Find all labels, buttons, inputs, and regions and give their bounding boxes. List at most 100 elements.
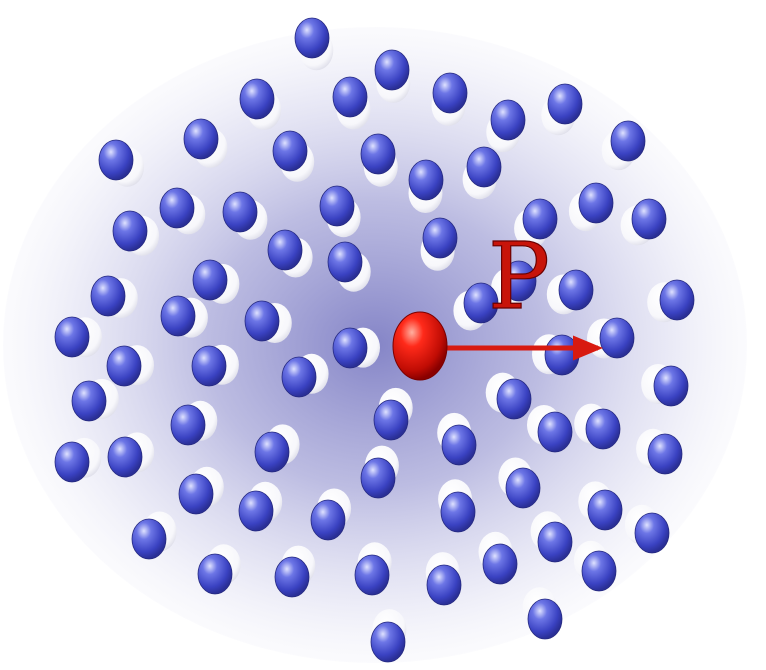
blue-sphere-icon: [310, 499, 346, 541]
blue-sphere-icon: [332, 76, 368, 118]
blue-sphere-icon: [547, 83, 583, 125]
blue-sphere-icon: [112, 210, 148, 252]
blue-sphere-icon: [370, 621, 406, 663]
blue-particle: [254, 424, 300, 473]
blue-particle: [620, 198, 667, 246]
blue-sphere-icon: [159, 187, 195, 229]
blue-particle: [462, 146, 502, 200]
blue-sphere-icon: [544, 334, 580, 376]
blue-particle: [527, 405, 573, 453]
blue-sphere-icon: [558, 269, 594, 311]
blue-particle: [641, 364, 689, 407]
blue-sphere-icon: [537, 411, 573, 453]
blue-particle: [360, 133, 398, 187]
blue-sphere-icon: [578, 182, 614, 224]
blue-sphere-icon: [106, 345, 142, 387]
blue-sphere-icon: [440, 491, 476, 533]
blue-particle: [514, 198, 558, 249]
blue-sphere-icon: [463, 282, 499, 324]
blue-particle: [636, 428, 683, 475]
blue-sphere-icon: [197, 553, 233, 595]
blue-sphere-icon: [319, 185, 355, 227]
blue-sphere-icon: [239, 78, 275, 120]
blue-particle: [178, 466, 224, 515]
blue-particle: [578, 481, 623, 531]
blue-particle: [71, 378, 119, 422]
blue-sphere-icon: [267, 229, 303, 271]
blue-sphere-icon: [294, 17, 330, 59]
blue-particle: [425, 552, 462, 606]
blue-sphere-icon: [238, 490, 274, 532]
blue-particle: [624, 504, 670, 554]
blue-particle: [647, 279, 695, 323]
blue-particle: [281, 353, 329, 398]
blue-particle: [327, 241, 371, 292]
blue-sphere-icon: [599, 317, 635, 359]
blue-sphere-icon: [360, 133, 396, 175]
blue-sphere-icon: [581, 550, 617, 592]
blue-sphere-icon: [634, 512, 670, 554]
blue-particle: [601, 120, 646, 171]
blue-particle: [532, 334, 580, 376]
blue-particle: [191, 344, 239, 387]
blue-sphere-icon: [432, 72, 468, 114]
blue-particle: [131, 511, 177, 560]
blue-particle: [420, 217, 458, 271]
blue-sphere-icon: [441, 424, 477, 466]
blue-sphere-icon: [653, 365, 689, 407]
blue-particle: [294, 17, 334, 71]
blue-sphere-icon: [354, 554, 390, 596]
blue-particle: [541, 83, 583, 136]
blue-particle: [197, 544, 241, 595]
particle-layer: [54, 17, 695, 663]
blue-particle: [587, 317, 635, 359]
blue-sphere-icon: [107, 436, 143, 478]
blue-particle: [332, 76, 371, 130]
blue-sphere-icon: [585, 408, 621, 450]
blue-sphere-icon: [54, 441, 90, 483]
blue-sphere-icon: [244, 300, 280, 342]
blue-particle: [159, 187, 206, 235]
blue-particle: [244, 300, 292, 343]
blue-sphere-icon: [408, 159, 444, 201]
blue-particle: [360, 445, 399, 499]
impurity-particle: [392, 311, 448, 381]
blue-sphere-icon: [373, 399, 409, 441]
blue-sphere-icon: [274, 556, 310, 598]
blue-particle: [106, 345, 154, 387]
blue-sphere-icon: [178, 473, 214, 515]
blue-particle: [310, 488, 352, 541]
blue-particle: [112, 210, 160, 256]
blue-sphere-icon: [522, 198, 558, 240]
blue-sphere-icon: [466, 146, 502, 188]
blue-particle: [437, 412, 477, 466]
blue-particle: [568, 182, 614, 232]
blue-particle: [54, 437, 102, 483]
blue-sphere-icon: [631, 198, 667, 240]
blue-sphere-icon: [192, 259, 228, 301]
blue-sphere-icon: [659, 279, 695, 321]
blue-sphere-icon: [254, 431, 290, 473]
blue-particle: [354, 542, 392, 596]
blue-particle: [431, 72, 468, 126]
blue-particle: [272, 130, 315, 182]
blue-sphere-icon: [496, 378, 532, 420]
blue-sphere-icon: [501, 260, 537, 302]
blue-particle: [485, 372, 532, 420]
blue-particle: [170, 400, 218, 446]
blue-particle: [90, 275, 138, 319]
blue-particle: [522, 587, 563, 640]
blue-sphere-icon: [610, 120, 646, 162]
blue-sphere-icon: [191, 345, 227, 387]
blue-sphere-icon: [374, 49, 410, 91]
blue-sphere-icon: [327, 241, 363, 283]
blue-sphere-icon: [98, 139, 134, 181]
blue-particle: [160, 295, 208, 338]
blue-particle: [574, 403, 621, 450]
blue-sphere-icon: [183, 118, 219, 160]
blue-particle: [332, 327, 380, 369]
blue-particle: [107, 432, 155, 478]
blue-sphere-icon: [281, 356, 317, 398]
blue-particle: [374, 49, 411, 103]
blue-particle: [319, 185, 361, 238]
